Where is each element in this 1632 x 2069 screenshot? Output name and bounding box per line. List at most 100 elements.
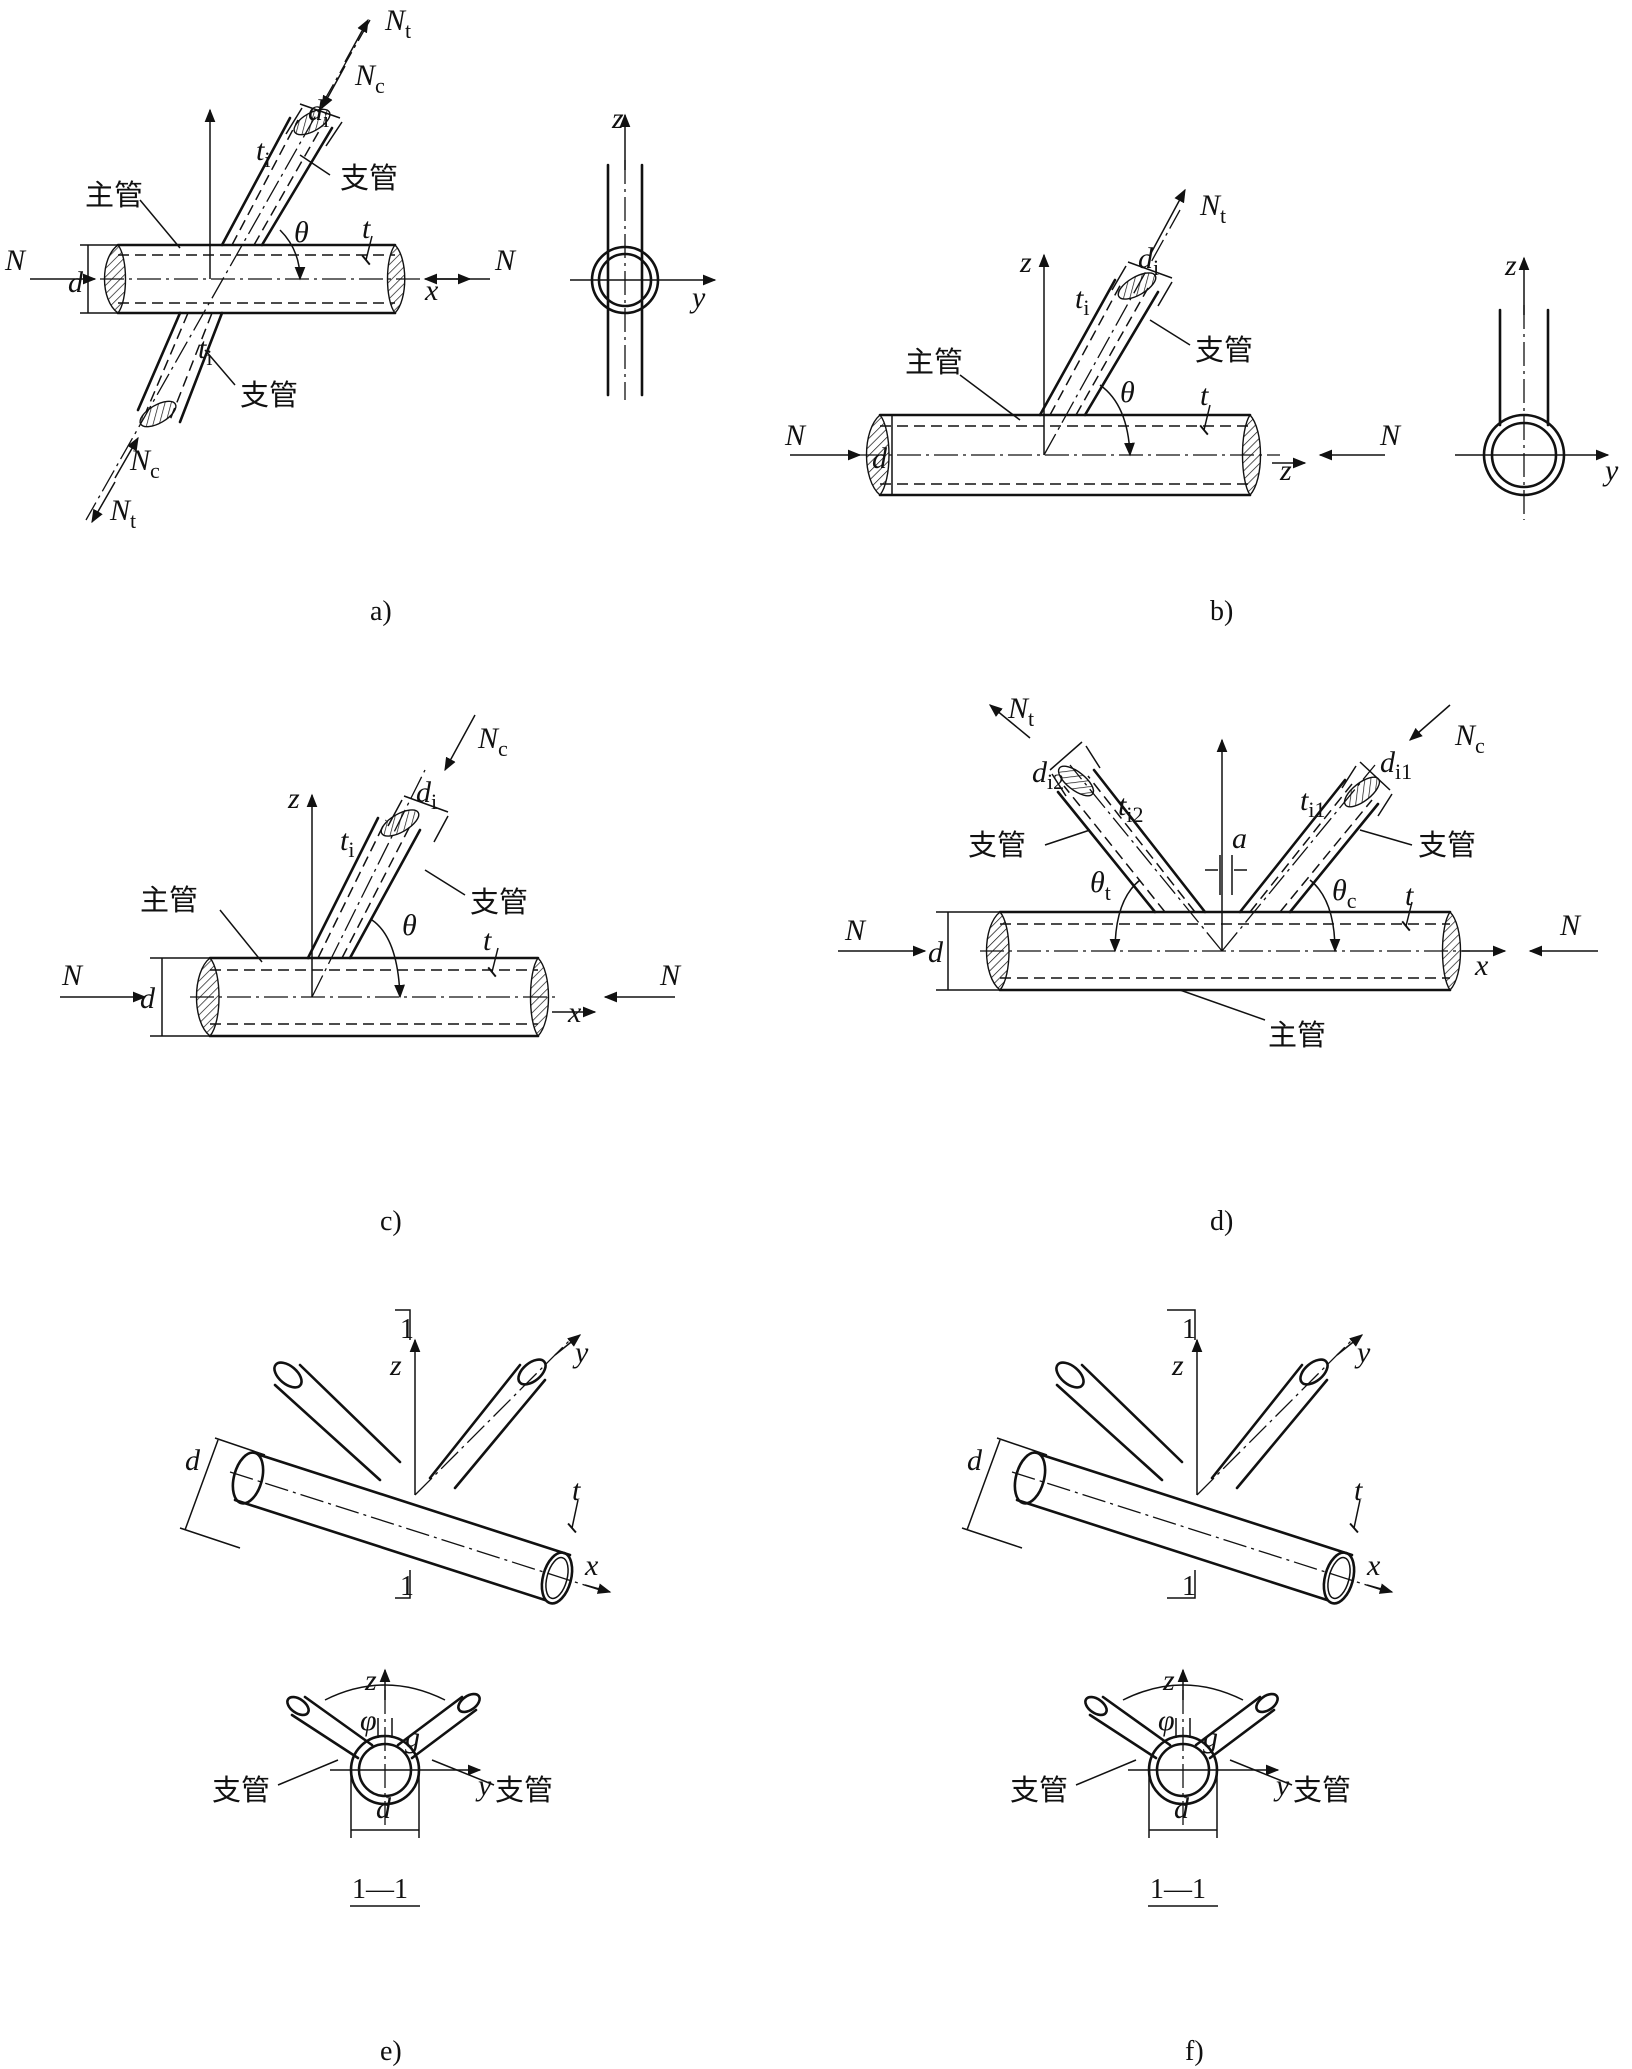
diagram-f-kk-joint: 1 1 z y x d t 支管 支管 z φ g y d 1—1 xyxy=(961,1309,1394,1907)
label-theta-c: θ xyxy=(402,909,417,942)
label-section-f-bottom: 1 xyxy=(1182,1571,1196,1602)
label-y-f: y xyxy=(1354,1336,1371,1369)
label-main-pipe-b: 主管 xyxy=(905,345,963,379)
label-Nt-d: Nt xyxy=(1007,692,1034,731)
label-t-f: t xyxy=(1354,1474,1363,1507)
label-t-e: t xyxy=(572,1474,581,1507)
label-ti1-d: ti1 xyxy=(1300,784,1325,822)
label-z-e: z xyxy=(389,1349,402,1382)
label-N-c-left: N xyxy=(61,959,84,992)
caption-a: a) xyxy=(370,596,392,627)
label-z-f: z xyxy=(1171,1349,1184,1382)
caption-e: e) xyxy=(380,2036,402,2067)
label-theta-t-d: θt xyxy=(1090,866,1111,905)
label-d-b: d xyxy=(872,442,888,475)
diagram-d-k-joint: 主管 支管 支管 N N Nt Nc d θt θc t a di2 di1 t… xyxy=(838,692,1598,1052)
label-y-e: y xyxy=(572,1336,589,1369)
label-branch-pipe-c: 支管 xyxy=(470,885,528,919)
label-phi-f: φ xyxy=(1158,1704,1175,1737)
label-g-e: g xyxy=(405,1721,420,1754)
label-ti-a-lower: ti xyxy=(198,332,212,370)
label-branch-pipe-e-right: 支管 xyxy=(495,1773,553,1807)
label-theta-a: θ xyxy=(294,216,309,249)
label-main-pipe-c: 主管 xyxy=(140,883,198,917)
label-di-c: di xyxy=(416,776,437,814)
label-Nc-c: Nc xyxy=(477,722,508,761)
label-d-d: d xyxy=(928,936,944,969)
label-g-f: g xyxy=(1203,1721,1218,1754)
label-z-c: z xyxy=(287,782,300,815)
label-N-a-right: N xyxy=(494,244,517,277)
label-N-d-left: N xyxy=(844,914,867,947)
label-Nc-d: Nc xyxy=(1454,719,1485,758)
label-N-d-right: N xyxy=(1559,909,1582,942)
label-d-a: d xyxy=(68,266,84,299)
label-di-b: di xyxy=(1138,242,1159,280)
label-branch-pipe-a-upper: 支管 xyxy=(340,161,398,195)
label-N-b-right: N xyxy=(1379,419,1402,452)
label-section-title-e: 1—1 xyxy=(352,1874,408,1905)
label-Nt-b: Nt xyxy=(1199,189,1226,228)
label-x-a: x xyxy=(424,274,439,307)
label-branch-pipe-d-left: 支管 xyxy=(968,828,1026,862)
diagram-c-y-joint: 主管 支管 N N Nc d θ t di ti z x xyxy=(60,714,682,1038)
label-main-pipe-a: 主管 xyxy=(85,178,143,212)
caption-d: d) xyxy=(1210,1206,1233,1237)
label-x-f: x xyxy=(1366,1549,1381,1582)
label-phi-e: φ xyxy=(360,1704,377,1737)
label-d-e-section: d xyxy=(376,1792,392,1825)
label-t-c: t xyxy=(483,924,492,957)
label-branch-pipe-f-left: 支管 xyxy=(1010,1773,1068,1807)
label-z-b: z xyxy=(1019,246,1032,279)
label-z-b-side: z xyxy=(1504,249,1517,282)
label-Nc-a-top: Nc xyxy=(354,59,385,98)
label-section-title-f: 1—1 xyxy=(1150,1874,1206,1905)
label-x-c: x xyxy=(567,996,582,1029)
label-y-e-section: y xyxy=(475,1769,492,1802)
label-branch-pipe-f-right: 支管 xyxy=(1293,1773,1351,1807)
label-branch-pipe-e-left: 支管 xyxy=(212,1773,270,1807)
label-section-e-bottom: 1 xyxy=(400,1571,414,1602)
label-section-f-top: 1 xyxy=(1182,1314,1196,1345)
label-di1-d: di1 xyxy=(1380,746,1412,784)
label-t-b: t xyxy=(1200,379,1209,412)
label-theta-b: θ xyxy=(1120,376,1135,409)
diagram-b-t-joint: 主管 支管 N N Nt d θ t di ti z z z y xyxy=(784,188,1619,520)
label-y-f-section: y xyxy=(1273,1769,1290,1802)
label-main-pipe-d: 主管 xyxy=(1268,1018,1326,1052)
label-section-e-top: 1 xyxy=(400,1314,414,1345)
caption-f: f) xyxy=(1185,2036,1204,2067)
label-Nt-a-top: Nt xyxy=(384,4,411,43)
label-y-a-side: y xyxy=(689,281,706,314)
label-N-a-left: N xyxy=(4,244,27,277)
label-N-c-right: N xyxy=(659,959,682,992)
label-ti-c: ti xyxy=(340,824,354,862)
label-x-d: x xyxy=(1474,949,1489,982)
label-a-d: a xyxy=(1232,822,1247,855)
label-x-e: x xyxy=(584,1549,599,1582)
label-ti-b: ti xyxy=(1075,282,1089,320)
label-di2-d: di2 xyxy=(1032,756,1064,794)
caption-b: b) xyxy=(1210,596,1233,627)
label-d-f: d xyxy=(967,1444,983,1477)
label-di-a: di xyxy=(308,94,329,132)
label-branch-pipe-d-right: 支管 xyxy=(1418,828,1476,862)
label-z-a-side: z xyxy=(611,102,624,135)
label-ti-a-upper: ti xyxy=(256,134,270,172)
diagram-a-x-joint: 主管 支管 支管 N N Nt Nc Nc Nt d θ t di ti ti … xyxy=(4,4,717,533)
label-z-b-axis: z xyxy=(1279,454,1292,487)
label-z-f-section: z xyxy=(1162,1664,1175,1697)
label-Nt-a-bottom: Nt xyxy=(109,494,136,533)
caption-c: c) xyxy=(380,1206,402,1237)
diagram-e-kk-joint: 1 1 z y x d t 支管 支管 z φ g y d 1—1 xyxy=(179,1309,612,1907)
label-ti2-d: ti2 xyxy=(1118,789,1143,827)
label-Nc-a-bottom: Nc xyxy=(129,444,160,483)
label-d-f-section: d xyxy=(1174,1792,1190,1825)
label-theta-c-d: θc xyxy=(1332,874,1357,913)
label-branch-pipe-b: 支管 xyxy=(1195,333,1253,367)
label-d-e: d xyxy=(185,1444,201,1477)
label-d-c: d xyxy=(140,982,156,1015)
label-t-d: t xyxy=(1405,879,1414,912)
label-N-b-left: N xyxy=(784,419,807,452)
